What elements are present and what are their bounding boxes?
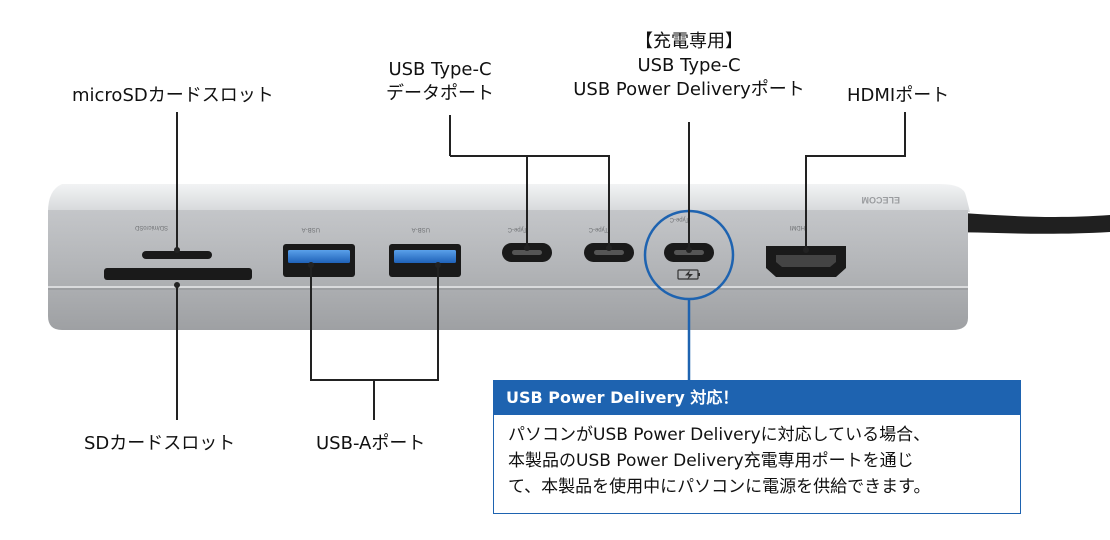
label-usba-port: USB-Aポート [316, 433, 426, 454]
label-hdmi-port: HDMIポート [847, 85, 950, 106]
label-typec-pd-port: 【充電専用】 USB Type-C USB Power Deliveryポート [573, 30, 805, 102]
callout-body-line1: パソコンがUSB Power Deliveryに対応している場合、 [508, 425, 931, 445]
cable [940, 212, 1110, 234]
port-label-usba-2: USB-A [412, 226, 430, 232]
label-typec-data-port: USB Type-C データポート [386, 58, 494, 106]
label-pd-line2: USB Type-C [637, 55, 741, 76]
label-pd-line1: 【充電専用】 [635, 31, 743, 52]
label-sd-slot: SDカードスロット [84, 433, 236, 454]
leader-typec-data [526, 155, 610, 248]
label-pd-line3: USB Power Deliveryポート [573, 79, 805, 100]
typec-port-1 [502, 243, 552, 262]
sd-slot [104, 268, 252, 280]
device-top [48, 184, 970, 212]
usba-port-1 [283, 244, 355, 277]
label-typec-data-line1: USB Type-C [388, 59, 492, 80]
label-microsd-slot: microSDカードスロット [72, 85, 274, 106]
callout-body-line3: て、本製品を使用中にパソコンに電源を供給できます。 [508, 477, 931, 497]
brand-logo: ELECOM [861, 195, 900, 205]
port-label-typec-1: Type-C [507, 226, 527, 232]
port-label-typec-2: Type-C [588, 226, 608, 232]
port-label-sd: SD/microSD [134, 224, 168, 230]
callout-title: USB Power Delivery 対応！ [494, 381, 1020, 415]
typec-port-2 [584, 243, 634, 262]
port-label-typec-pd: Type-C [669, 216, 689, 222]
callout-body: パソコンがUSB Power Deliveryに対応している場合、 本製品のUS… [494, 415, 1020, 500]
callout-body-line2: 本製品のUSB Power Delivery充電専用ポートを通じ [508, 451, 914, 471]
label-typec-data-line2: データポート [386, 83, 494, 104]
device-front [48, 210, 968, 330]
microsd-slot [142, 251, 212, 259]
port-label-hdmi: HDMI [789, 224, 805, 230]
hdmi-port [766, 246, 846, 277]
leader-hdmi [805, 112, 906, 250]
charge-icon [677, 269, 700, 280]
port-label-usba-1: USB-A [302, 226, 320, 232]
pd-callout-box: USB Power Delivery 対応！ パソコンがUSB Power De… [493, 380, 1021, 514]
usba-port-2 [389, 244, 461, 277]
